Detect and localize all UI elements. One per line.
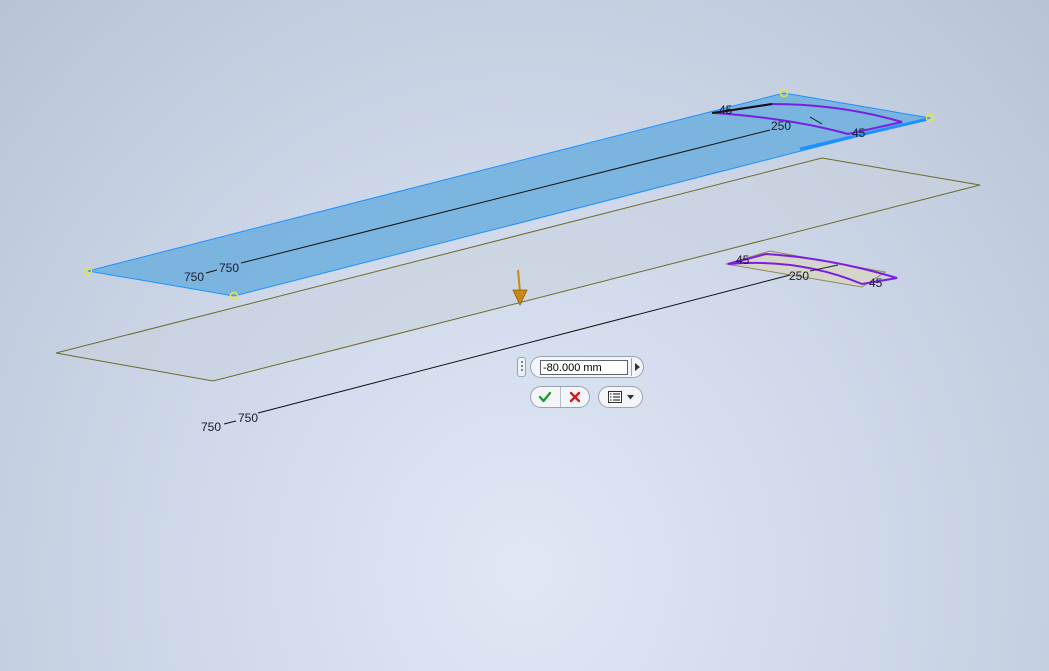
corner-handle[interactable] (925, 113, 935, 123)
dim-lower-length-b[interactable]: 750 (238, 411, 258, 425)
top-length-dim-line (240, 129, 771, 264)
corner-handle[interactable] (229, 291, 239, 301)
work-plane[interactable] (55, 157, 981, 382)
dim-lower-length-a[interactable]: 750 (201, 420, 221, 434)
top-profile-arc (713, 102, 903, 136)
chevron-down-icon (626, 394, 634, 399)
dim-top-long-mid[interactable]: 250 (771, 119, 791, 133)
top-profile-edge (799, 117, 929, 151)
lower-profile-arc (727, 252, 898, 286)
direction-arrow[interactable] (512, 269, 528, 306)
list-options-icon (607, 391, 622, 403)
mini-toolbar (516, 355, 648, 411)
distance-menu-arrow-icon[interactable] (631, 358, 642, 376)
top-profile-line (711, 103, 773, 114)
ok-button[interactable] (531, 387, 560, 407)
corner-handle[interactable] (779, 88, 789, 98)
toolbar-grip-handle[interactable] (517, 357, 526, 377)
lower-profile-dim-line (809, 264, 839, 272)
distance-input[interactable] (540, 360, 628, 375)
dim-top-short-b[interactable]: 45 (852, 126, 866, 140)
dim-top-length-b[interactable]: 750 (219, 261, 239, 275)
top-length-dim-leader (205, 269, 218, 274)
checkmark-icon (539, 391, 552, 403)
dim-top-short-a[interactable]: 45 (719, 103, 733, 117)
dim-lower-short-b[interactable]: 45 (869, 276, 883, 290)
dim-lower-long-mid[interactable]: 250 (789, 269, 809, 283)
selected-surface[interactable] (87, 92, 931, 297)
lower-length-dim-leader (223, 420, 237, 425)
options-dropdown-button[interactable] (598, 386, 643, 408)
cancel-button[interactable] (559, 387, 590, 407)
corner-handle[interactable] (83, 266, 93, 276)
dim-lower-short-a[interactable]: 45 (736, 253, 750, 267)
lower-length-dim-line (257, 274, 791, 414)
apply-cancel-group (530, 386, 590, 408)
top-profile-line-2 (809, 116, 823, 125)
distance-value-box (530, 356, 644, 378)
dim-top-length-a[interactable]: 750 (184, 270, 204, 284)
x-icon (569, 391, 580, 403)
